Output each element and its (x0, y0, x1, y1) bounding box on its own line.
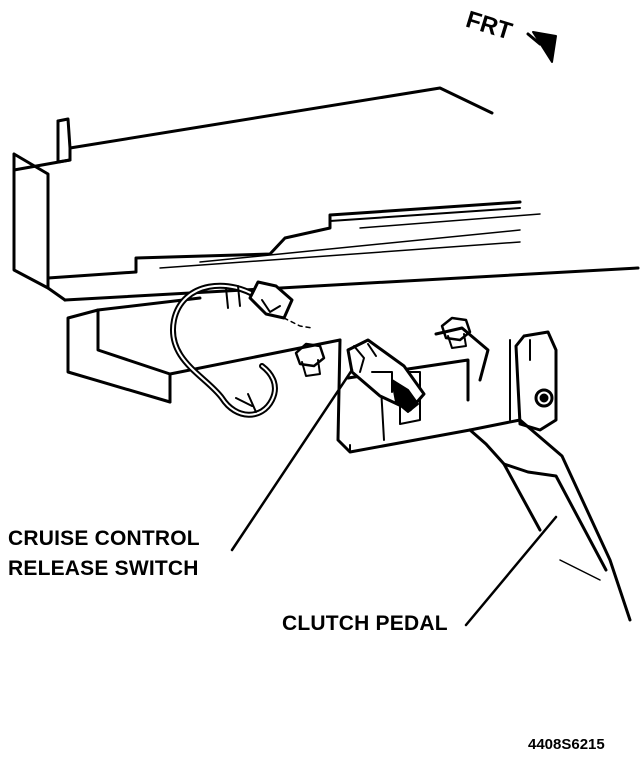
clutch-pedal-label: CLUTCH PEDAL (282, 612, 448, 635)
wiring-connector (248, 280, 313, 329)
figure-id: 4408S6215 (528, 736, 605, 753)
hex-nut-right (440, 316, 472, 349)
hex-nut-left (294, 342, 326, 377)
clutch-pedal-leader-line (464, 515, 558, 627)
clutch-pedal-arm (468, 330, 632, 622)
cruise-switch-leader-line (230, 368, 354, 552)
wiring-harness (169, 282, 278, 418)
dash-support-bracket (12, 86, 640, 302)
pedal-mounting-plate (66, 296, 490, 454)
leader-lines (230, 368, 558, 627)
front-arrow-icon (526, 31, 557, 63)
cruise-control-release-switch (346, 338, 426, 413)
cruise-switch-label-line2: RELEASE SWITCH (8, 557, 199, 580)
cruise-switch-label-line1: CRUISE CONTROL (8, 527, 200, 550)
